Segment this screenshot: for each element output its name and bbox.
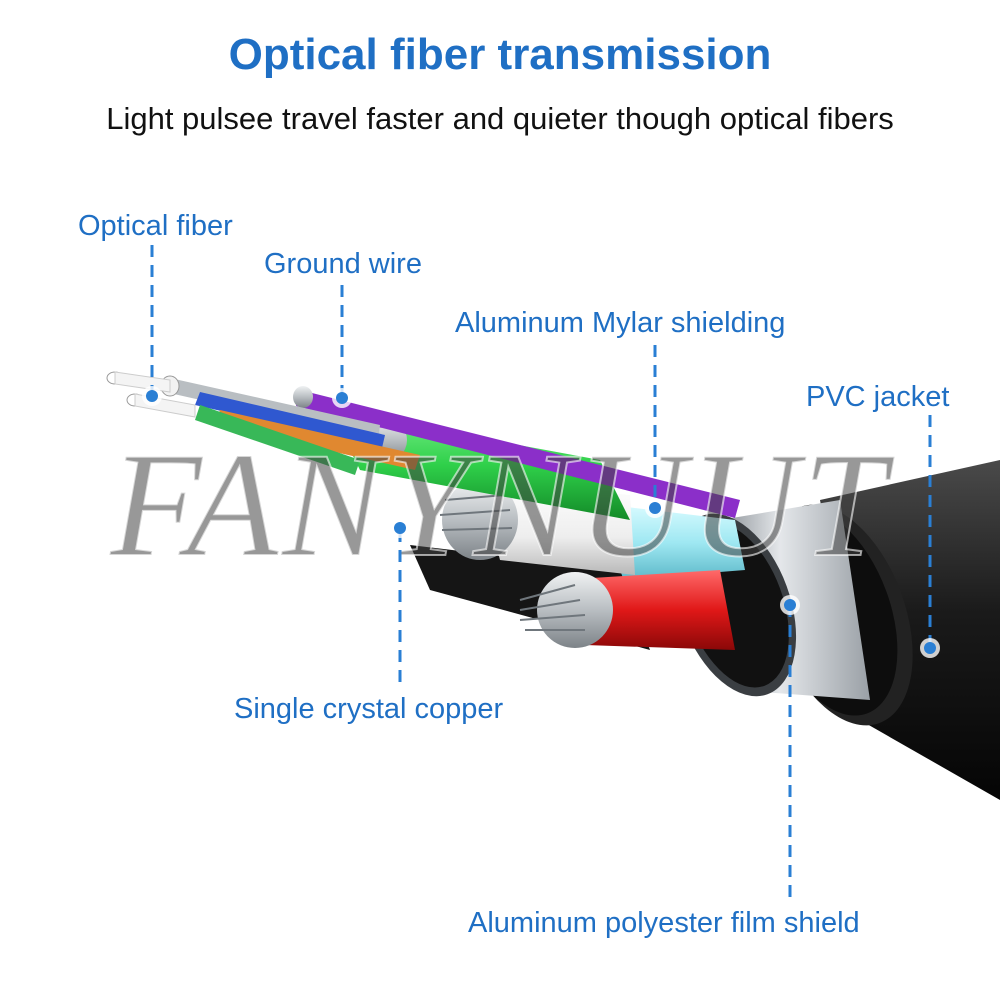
anchor-dot-copper [390, 518, 410, 538]
mylar-shield-part [610, 505, 745, 580]
purple-wire-part [293, 386, 740, 518]
red-core-part [519, 570, 735, 650]
anchor-dot-pvc [920, 638, 940, 658]
anchor-dot-polyester [780, 595, 800, 615]
leader-lines [150, 245, 932, 905]
label-aluminum-polyester: Aluminum polyester film shield [468, 907, 860, 939]
anchor-dot-ground-wire [332, 388, 352, 408]
label-pvc-jacket: PVC jacket [806, 381, 950, 413]
anchor-dot-mylar [645, 498, 665, 518]
page-title: Optical fiber transmission [228, 30, 772, 79]
label-aluminum-mylar: Aluminum Mylar shielding [455, 307, 786, 339]
page-subtitle: Light pulsee travel faster and quieter t… [106, 101, 894, 136]
anchor-dots [142, 386, 940, 658]
anchor-dot-optical-fiber [142, 386, 162, 406]
label-single-crystal-copper: Single crystal copper [234, 693, 504, 725]
label-ground-wire: Ground wire [264, 248, 422, 280]
watermark: FANYNUUT [109, 422, 895, 588]
fiber-strands-part [106, 371, 420, 475]
label-optical-fiber: Optical fiber [78, 210, 233, 242]
